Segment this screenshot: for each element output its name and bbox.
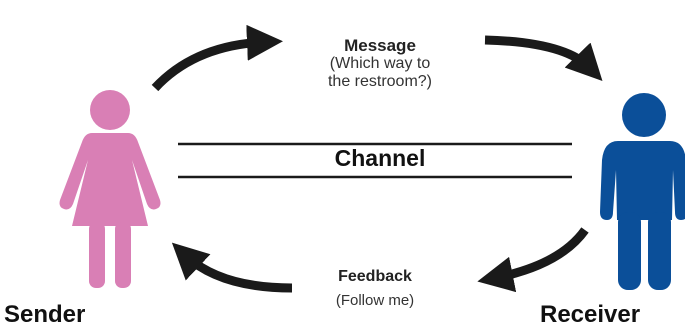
message-arrow-left — [151, 24, 283, 92]
message-subtitle: (Which way to the restroom?) — [290, 55, 470, 91]
message-title: Message — [344, 36, 416, 55]
message-subtitle-line-1: (Which way to — [329, 55, 431, 72]
message-subtitle-line-2: the restroom?) — [327, 73, 433, 90]
feedback-title: Feedback — [338, 268, 412, 285]
feedback-arrow-left — [171, 242, 293, 293]
receiver-figure — [600, 93, 685, 290]
message-arrow-right — [484, 35, 603, 81]
receiver-label: Receiver — [540, 301, 641, 328]
feedback-arrow-right — [477, 227, 589, 293]
feedback-subtitle: (Follow me) — [335, 292, 415, 309]
channel-label: Channel — [334, 145, 426, 171]
sender-figure — [59, 90, 161, 288]
sender-label: Sender — [4, 301, 86, 328]
